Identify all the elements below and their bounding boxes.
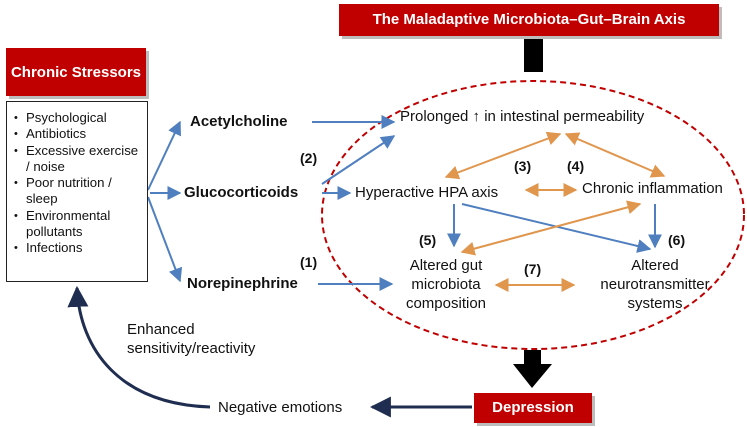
negative-emotions-label: Negative emotions — [218, 399, 343, 416]
norepinephrine-label: Norepinephrine — [187, 275, 298, 292]
title-connector-bar — [524, 36, 543, 72]
number-label: (6) — [668, 232, 686, 248]
arrow-gluco-permeability — [321, 135, 396, 185]
depression-box: Depression — [474, 393, 592, 423]
inflammation-node: Chronic inflammation — [582, 180, 723, 197]
number-label: (4) — [567, 158, 585, 174]
feedback-label: Enhanced sensitivity/reactivity — [127, 321, 256, 357]
arrow-microbiota-inflammation — [460, 200, 642, 256]
axis-ellipse — [321, 80, 745, 350]
arrow-permeability-inflammation — [564, 132, 666, 178]
stressors-header: Chronic Stressors — [6, 48, 146, 96]
down-arrow-to-depression — [513, 350, 552, 388]
list-item: Environmental pollutants — [13, 208, 143, 241]
acetylcholine-label: Acetylcholine — [190, 113, 288, 130]
number-label: (1) — [300, 254, 318, 270]
neurotransmitter-node: Altered neurotransmitter systems — [600, 257, 710, 312]
glucocorticoids-label: Glucocorticoids — [184, 184, 299, 201]
list-item: Antibiotics — [13, 126, 143, 143]
title-banner: The Maladaptive Microbiota–Gut–Brain Axi… — [339, 4, 719, 36]
microbiota-node: Altered gut microbiota composition — [405, 257, 487, 312]
list-item: Excessive exercise / noise — [13, 143, 143, 176]
list-item: Psychological — [13, 110, 143, 127]
arrow-stress-norepinephrine — [147, 196, 183, 283]
number-label: (2) — [300, 150, 318, 166]
arrow-emotions-stressors — [67, 285, 211, 409]
arrow-stress-acetylcholine — [147, 120, 181, 191]
number-label: (5) — [419, 232, 437, 248]
list-item: Poor nutrition / sleep — [13, 175, 143, 208]
number-label: (3) — [514, 158, 532, 174]
arrow-permeability-hpa — [444, 131, 562, 180]
stressors-list: Psychological Antibiotics Excessive exer… — [6, 101, 148, 282]
permeability-node: Prolonged ↑ in intestinal permeability — [400, 108, 645, 125]
list-item: Infections — [13, 240, 143, 257]
number-label: (7) — [524, 261, 542, 277]
hpa-node: Hyperactive HPA axis — [355, 184, 499, 201]
